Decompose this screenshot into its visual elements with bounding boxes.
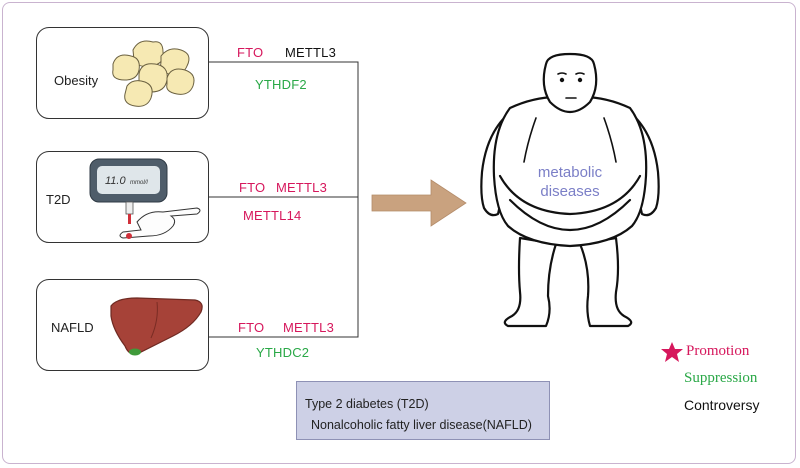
panel-label-nafld: NAFLD — [51, 320, 94, 335]
abbreviation-nafld: Nonalcoholic fatty liver disease(NAFLD) — [311, 418, 532, 432]
panel-label-obesity: Obesity — [54, 73, 99, 88]
figure-caption-line1: metabolic — [537, 164, 603, 181]
figure-caption: metabolic diseases — [530, 163, 610, 201]
figure-caption-line2: diseases — [540, 183, 600, 200]
abbreviation-t2d: Type 2 diabetes (T2D) — [305, 397, 429, 411]
panel-label-t2d: T2D — [46, 192, 71, 207]
gene-obesity-mettl3: METTL3 — [285, 45, 337, 60]
gene-nafld-mettl3: METTL3 — [283, 320, 335, 335]
legend-controversy: Controversy — [684, 397, 760, 413]
gene-obesity-fto: FTO — [237, 45, 264, 60]
glucometer-icon: 11.0 mmol/l — [89, 158, 201, 239]
arrow-icon — [371, 179, 467, 227]
legend-promotion: Promotion — [686, 343, 750, 359]
star-icon — [661, 342, 683, 362]
panel-obesity: Obesity — [36, 27, 209, 119]
gene-nafld-fto: FTO — [238, 320, 265, 335]
liver-icon — [110, 297, 203, 356]
glucometer-unit: mmol/l — [130, 180, 148, 186]
gene-t2d-fto: FTO — [239, 180, 266, 195]
gene-nafld-ythdc2: YTHDC2 — [256, 345, 310, 360]
gene-t2d-mettl3: METTL3 — [276, 180, 328, 195]
panel-nafld: NAFLD — [36, 279, 209, 371]
gene-t2d-mettl14: METTL14 — [243, 208, 302, 223]
figure-frame — [2, 2, 796, 464]
glucometer-reading: 11.0 — [105, 175, 126, 187]
abbreviation-box: Type 2 diabetes (T2D) Nonalcoholic fatty… — [296, 381, 550, 440]
panel-t2d: 11.0 mmol/l T2D — [36, 151, 209, 243]
fat-cells-icon — [112, 40, 195, 107]
legend-suppression: Suppression — [684, 370, 758, 386]
gene-obesity-ythdf2: YTHDF2 — [255, 77, 307, 92]
